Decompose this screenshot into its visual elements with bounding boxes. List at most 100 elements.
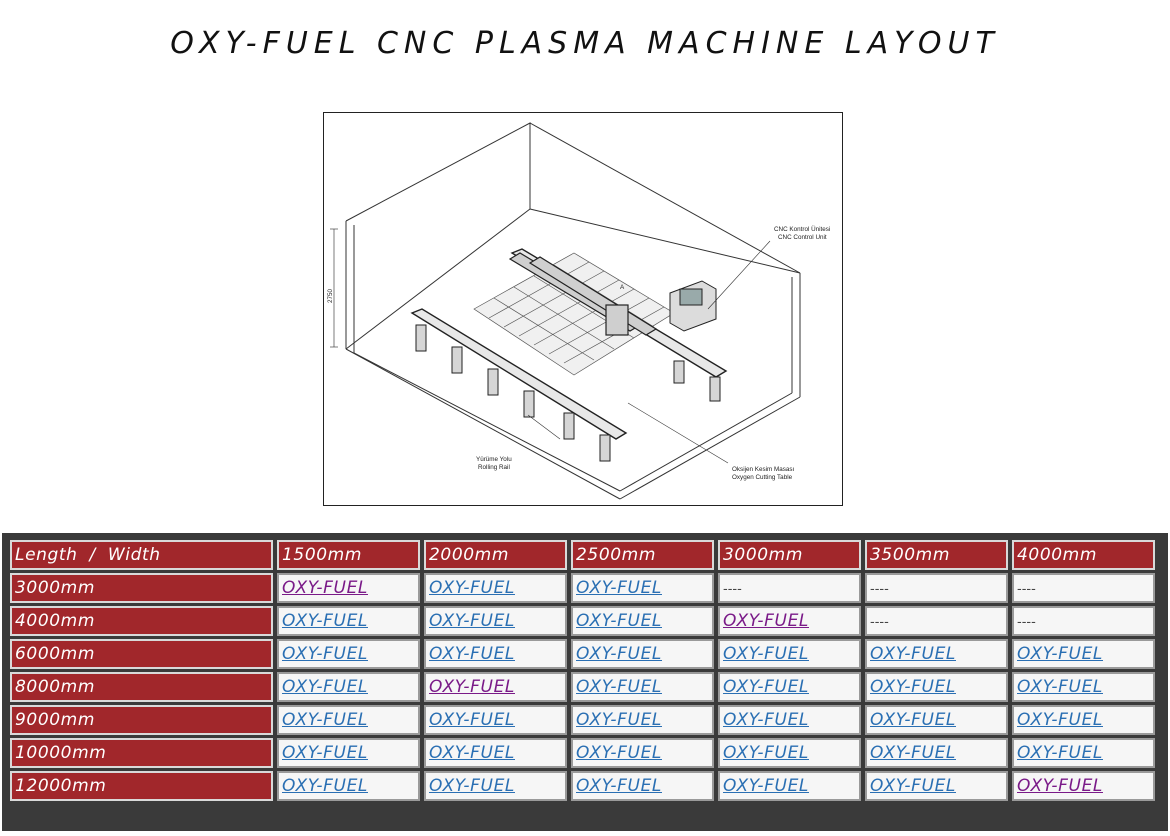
table-cell: OXY-FUEL bbox=[865, 771, 1008, 801]
view-marker-label: A bbox=[620, 284, 625, 291]
table-cell: OXY-FUEL bbox=[1012, 705, 1155, 735]
oxy-fuel-link[interactable]: OXY-FUEL bbox=[576, 743, 662, 763]
oxy-fuel-link[interactable]: OXY-FUEL bbox=[723, 710, 809, 730]
oxy-fuel-link[interactable]: OXY-FUEL bbox=[576, 644, 662, 664]
oxy-fuel-link[interactable]: OXY-FUEL bbox=[870, 644, 956, 664]
table-cell: OXY-FUEL bbox=[865, 738, 1008, 768]
oxy-fuel-link[interactable]: OXY-FUEL bbox=[1017, 677, 1103, 697]
oxy-fuel-link[interactable]: OXY-FUEL bbox=[870, 677, 956, 697]
oxy-fuel-link[interactable]: OXY-FUEL bbox=[723, 743, 809, 763]
oxy-fuel-link[interactable]: OXY-FUEL bbox=[282, 578, 368, 598]
width-header: 2000mm bbox=[424, 540, 567, 570]
oxy-fuel-link[interactable]: OXY-FUEL bbox=[576, 710, 662, 730]
table-cell: OXY-FUEL bbox=[277, 738, 420, 768]
table-cell: OXY-FUEL bbox=[865, 639, 1008, 669]
callout-table-tr: Oksijen Kesim Masası bbox=[732, 466, 795, 473]
oxy-fuel-link[interactable]: OXY-FUEL bbox=[282, 644, 368, 664]
table-cell: OXY-FUEL bbox=[571, 738, 714, 768]
table-cell: OXY-FUEL bbox=[424, 738, 567, 768]
table-cell: ---- bbox=[865, 606, 1008, 636]
table-cell: OXY-FUEL bbox=[277, 639, 420, 669]
isometric-machine-illustration: 2750 bbox=[327, 122, 830, 500]
machine-layout-drawing: 2750 bbox=[323, 112, 843, 506]
oxy-fuel-link[interactable]: OXY-FUEL bbox=[723, 644, 809, 664]
table-cell: OXY-FUEL bbox=[277, 606, 420, 636]
oxy-fuel-link[interactable]: OXY-FUEL bbox=[870, 743, 956, 763]
oxy-fuel-link[interactable]: OXY-FUEL bbox=[282, 776, 368, 796]
oxy-fuel-link[interactable]: OXY-FUEL bbox=[429, 611, 515, 631]
length-header: 3000mm bbox=[10, 573, 273, 603]
length-header: 4000mm bbox=[10, 606, 273, 636]
unavailable-marker: ---- bbox=[870, 615, 889, 630]
oxy-fuel-link[interactable]: OXY-FUEL bbox=[282, 710, 368, 730]
table-cell: OXY-FUEL bbox=[571, 606, 714, 636]
oxy-fuel-link[interactable]: OXY-FUEL bbox=[282, 743, 368, 763]
oxy-fuel-link[interactable]: OXY-FUEL bbox=[576, 611, 662, 631]
oxy-fuel-link[interactable]: OXY-FUEL bbox=[1017, 710, 1103, 730]
table-cell: OXY-FUEL bbox=[718, 606, 861, 636]
callout-rail-tr: Yürüme Yolu bbox=[476, 456, 512, 463]
table-cell: OXY-FUEL bbox=[424, 771, 567, 801]
table-cell: ---- bbox=[1012, 606, 1155, 636]
width-header: 1500mm bbox=[277, 540, 420, 570]
table-cell: OXY-FUEL bbox=[571, 705, 714, 735]
oxy-fuel-link[interactable]: OXY-FUEL bbox=[1017, 743, 1103, 763]
table-row: 9000mm OXY-FUEL OXY-FUEL OXY-FUEL OXY-FUEL OX… bbox=[10, 705, 1155, 735]
oxy-fuel-link[interactable]: OXY-FUEL bbox=[1017, 776, 1103, 796]
table-cell: OXY-FUEL bbox=[277, 705, 420, 735]
callout-control-unit-tr: CNC Kontrol Ünitesi bbox=[774, 225, 830, 233]
table-cell: OXY-FUEL bbox=[718, 705, 861, 735]
oxy-fuel-link[interactable]: OXY-FUEL bbox=[429, 644, 515, 664]
unavailable-marker: ---- bbox=[723, 582, 742, 597]
table-cell: OXY-FUEL bbox=[1012, 738, 1155, 768]
oxy-fuel-link[interactable]: OXY-FUEL bbox=[870, 776, 956, 796]
table-cell: OXY-FUEL bbox=[865, 705, 1008, 735]
table-cell: OXY-FUEL bbox=[1012, 639, 1155, 669]
oxy-fuel-link[interactable]: OXY-FUEL bbox=[576, 776, 662, 796]
table-cell: OXY-FUEL bbox=[424, 705, 567, 735]
table-cell: ---- bbox=[865, 573, 1008, 603]
oxy-fuel-link[interactable]: OXY-FUEL bbox=[576, 677, 662, 697]
oxy-fuel-link[interactable]: OXY-FUEL bbox=[723, 677, 809, 697]
oxy-fuel-link[interactable]: OXY-FUEL bbox=[429, 578, 515, 598]
table-cell: OXY-FUEL bbox=[571, 771, 714, 801]
table-row: 10000mm OXY-FUEL OXY-FUEL OXY-FUEL OXY-FUEL O… bbox=[10, 738, 1155, 768]
table-row: 3000mm OXY-FUEL OXY-FUEL OXY-FUEL ---- ---- --… bbox=[10, 573, 1155, 603]
table-row: 12000mm OXY-FUEL OXY-FUEL OXY-FUEL OXY-FUEL O… bbox=[10, 771, 1155, 801]
oxy-fuel-link[interactable]: OXY-FUEL bbox=[1017, 644, 1103, 664]
callout-rail-en: Rolling Rail bbox=[478, 464, 510, 471]
oxy-fuel-link[interactable]: OXY-FUEL bbox=[429, 710, 515, 730]
table-cell: ---- bbox=[718, 573, 861, 603]
oxy-fuel-link[interactable]: OXY-FUEL bbox=[870, 710, 956, 730]
width-header: 3500mm bbox=[865, 540, 1008, 570]
length-header: 12000mm bbox=[10, 771, 273, 801]
table-cell: OXY-FUEL bbox=[424, 606, 567, 636]
width-header: 4000mm bbox=[1012, 540, 1155, 570]
table-cell: OXY-FUEL bbox=[718, 639, 861, 669]
oxy-fuel-link[interactable]: OXY-FUEL bbox=[429, 776, 515, 796]
length-header: 9000mm bbox=[10, 705, 273, 735]
oxy-fuel-link[interactable]: OXY-FUEL bbox=[429, 743, 515, 763]
table-row: 4000mm OXY-FUEL OXY-FUEL OXY-FUEL OXY-FUEL --… bbox=[10, 606, 1155, 636]
table-cell: OXY-FUEL bbox=[718, 672, 861, 702]
length-header: 8000mm bbox=[10, 672, 273, 702]
oxy-fuel-link[interactable]: OXY-FUEL bbox=[723, 611, 809, 631]
oxy-fuel-link[interactable]: OXY-FUEL bbox=[576, 578, 662, 598]
table-row: 8000mm OXY-FUEL OXY-FUEL OXY-FUEL OXY-FUEL OX… bbox=[10, 672, 1155, 702]
oxy-fuel-link[interactable]: OXY-FUEL bbox=[429, 677, 515, 697]
table-cell: OXY-FUEL bbox=[277, 573, 420, 603]
oxy-fuel-link[interactable]: OXY-FUEL bbox=[282, 677, 368, 697]
callout-table-en: Oxygen Cutting Table bbox=[732, 474, 793, 481]
page-title: OXY-FUEL CNC PLASMA MACHINE LAYOUT bbox=[170, 26, 1000, 61]
length-header: 10000mm bbox=[10, 738, 273, 768]
unavailable-marker: ---- bbox=[1017, 615, 1036, 630]
oxy-fuel-link[interactable]: OXY-FUEL bbox=[723, 776, 809, 796]
table-cell: OXY-FUEL bbox=[1012, 672, 1155, 702]
oxy-fuel-link[interactable]: OXY-FUEL bbox=[282, 611, 368, 631]
unavailable-marker: ---- bbox=[1017, 582, 1036, 597]
table-cell: OXY-FUEL bbox=[424, 639, 567, 669]
